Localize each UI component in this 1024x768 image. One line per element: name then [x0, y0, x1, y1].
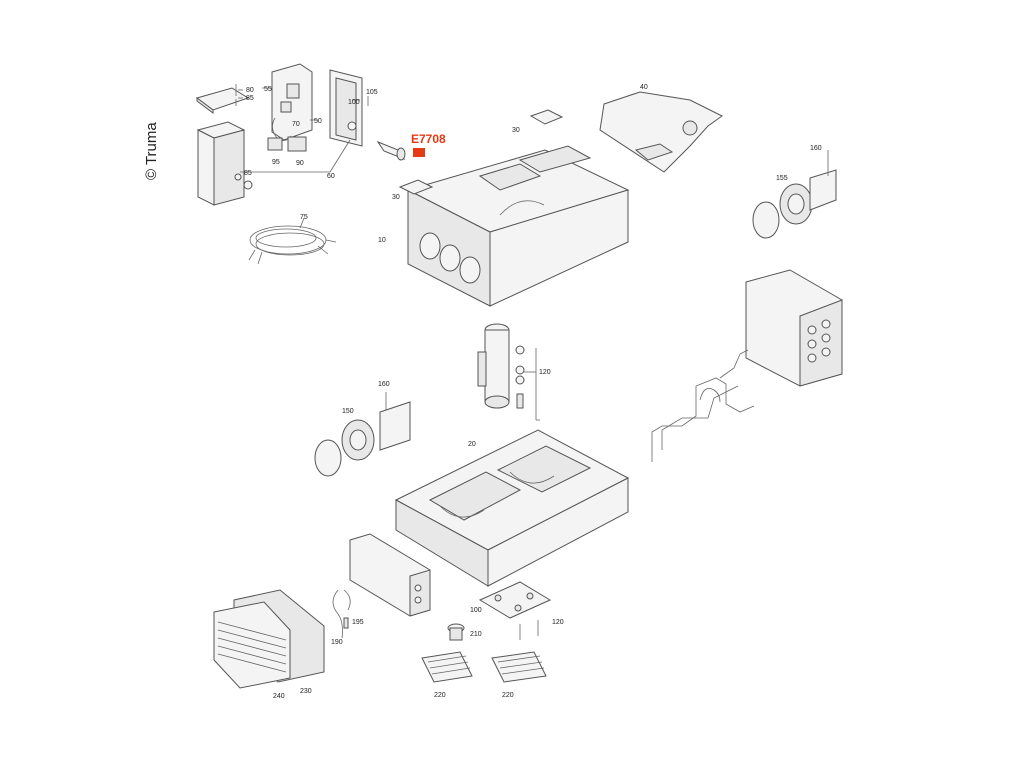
label-240[interactable]: 240: [273, 693, 285, 700]
evaporator-coil: [349, 533, 431, 617]
mounting-plate: [478, 581, 552, 640]
label-75[interactable]: 75: [300, 214, 308, 221]
drain-fitting: [447, 623, 465, 641]
filter-mats: [421, 651, 547, 683]
label-85-box[interactable]: 85: [244, 170, 252, 177]
copyright-text: © Truma: [143, 122, 160, 180]
label-190[interactable]: 190: [331, 639, 343, 646]
base-tray: [394, 429, 630, 587]
wire-harness: [248, 217, 337, 265]
drain-hose: [332, 589, 351, 639]
control-box-group: [195, 63, 406, 206]
label-40[interactable]: 40: [640, 84, 648, 91]
upper-housing: [398, 91, 723, 307]
label-155[interactable]: 155: [776, 175, 788, 182]
condenser-coil: [745, 269, 843, 387]
label-220-right[interactable]: 220: [502, 692, 514, 699]
highlight-code: E7708: [411, 132, 446, 146]
label-150[interactable]: 150: [342, 408, 354, 415]
label-80[interactable]: 80: [246, 87, 254, 94]
label-120[interactable]: 120: [539, 369, 551, 376]
blower-right: [752, 150, 837, 239]
compressor: [477, 323, 540, 421]
highlight-marker[interactable]: [413, 148, 425, 157]
intake-grille: [213, 589, 325, 689]
label-100[interactable]: 100: [348, 99, 360, 106]
label-160-right[interactable]: 160: [810, 145, 822, 152]
label-55[interactable]: 55: [264, 86, 272, 93]
label-10[interactable]: 10: [378, 237, 386, 244]
label-120-screw[interactable]: 120: [552, 619, 564, 626]
label-210[interactable]: 210: [470, 631, 482, 638]
label-105[interactable]: 105: [366, 89, 378, 96]
label-30-side[interactable]: 30: [392, 194, 400, 201]
label-230[interactable]: 230: [300, 688, 312, 695]
refrigerant-piping: [651, 349, 755, 462]
label-95[interactable]: 95: [272, 159, 280, 166]
part-labels: 80 85 55 100 105 70 50 95 90 85 60 75 30…: [244, 84, 822, 700]
blower-left: [314, 392, 411, 477]
label-85[interactable]: 85: [246, 95, 254, 102]
label-100-plate[interactable]: 100: [470, 607, 482, 614]
label-60[interactable]: 60: [327, 173, 335, 180]
label-160-left[interactable]: 160: [378, 381, 390, 388]
label-30-top[interactable]: 30: [512, 127, 520, 134]
label-70[interactable]: 70: [292, 121, 300, 128]
label-20[interactable]: 20: [468, 441, 476, 448]
label-195[interactable]: 195: [352, 619, 364, 626]
label-220-left[interactable]: 220: [434, 692, 446, 699]
label-90[interactable]: 90: [296, 160, 304, 167]
label-50[interactable]: 50: [314, 118, 322, 125]
